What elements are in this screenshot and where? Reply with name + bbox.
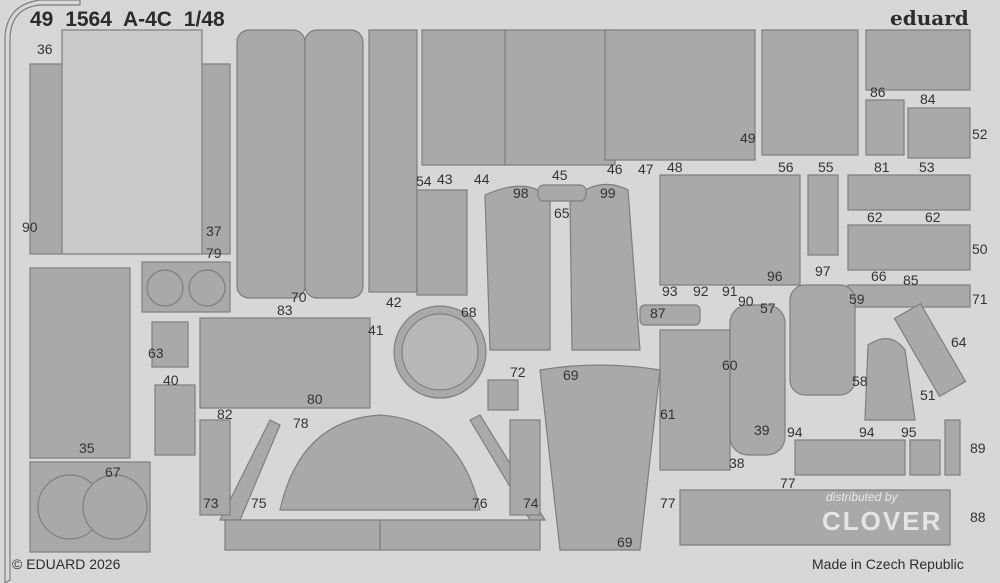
part-label: 71 bbox=[972, 291, 988, 307]
part-label: 83 bbox=[277, 302, 293, 318]
part-label: 61 bbox=[660, 406, 676, 422]
part-label: 50 bbox=[972, 241, 988, 257]
part-label: 62 bbox=[925, 209, 941, 225]
part-label: 90 bbox=[22, 219, 38, 235]
part-label: 95 bbox=[901, 424, 917, 440]
part-label: 89 bbox=[970, 440, 986, 456]
part-label: 85 bbox=[903, 272, 919, 288]
part-label: 78 bbox=[293, 415, 309, 431]
part-label: 77 bbox=[660, 495, 676, 511]
part-label: 88 bbox=[970, 509, 986, 525]
part-label: 80 bbox=[307, 391, 323, 407]
part-99 bbox=[569, 183, 641, 351]
part-69 bbox=[539, 364, 661, 551]
part-label: 37 bbox=[206, 223, 222, 239]
brand-logo: eduard bbox=[890, 6, 969, 30]
part-label: 46 bbox=[607, 161, 623, 177]
part-label: 36 bbox=[37, 41, 53, 57]
part-label: 84 bbox=[920, 91, 936, 107]
product-title: 49 1564 A-4C 1/48 bbox=[30, 8, 225, 31]
part-label: 59 bbox=[849, 291, 865, 307]
part-label: 70 bbox=[291, 289, 307, 305]
part-label: 43 bbox=[437, 171, 453, 187]
part-label: 38 bbox=[729, 455, 745, 471]
part-label: 52 bbox=[972, 126, 988, 142]
part-label: 69 bbox=[563, 367, 579, 383]
watermark-distributed-by: distributed by bbox=[826, 490, 898, 504]
part-label: 82 bbox=[217, 406, 233, 422]
part-label: 99 bbox=[600, 185, 616, 201]
part-78 bbox=[279, 414, 481, 511]
part-label: 41 bbox=[368, 322, 384, 338]
part-label: 51 bbox=[920, 387, 936, 403]
part-label: 93 bbox=[662, 283, 678, 299]
part-label: 60 bbox=[722, 357, 738, 373]
part-label: 66 bbox=[871, 268, 887, 284]
part-label: 47 bbox=[638, 161, 654, 177]
part-label: 92 bbox=[693, 283, 709, 299]
part-label: 65 bbox=[554, 205, 570, 221]
part-label: 86 bbox=[870, 84, 886, 100]
part-label: 68 bbox=[461, 304, 477, 320]
part-label: 94 bbox=[859, 424, 875, 440]
part-label: 62 bbox=[867, 209, 883, 225]
part-label: 72 bbox=[510, 364, 526, 380]
part-label: 87 bbox=[650, 305, 666, 321]
part-label: 48 bbox=[667, 159, 683, 175]
part-label: 58 bbox=[852, 373, 868, 389]
part-label: 81 bbox=[874, 159, 890, 175]
part-label: 91 bbox=[722, 283, 738, 299]
part-label: 42 bbox=[386, 294, 402, 310]
part-label: 75 bbox=[251, 495, 267, 511]
part-label: 90 bbox=[738, 293, 754, 309]
part-label: 73 bbox=[203, 495, 219, 511]
copyright-text: © EDUARD 2026 bbox=[12, 556, 121, 572]
part-label: 53 bbox=[919, 159, 935, 175]
part-label: 64 bbox=[951, 334, 967, 350]
part-label: 55 bbox=[818, 159, 834, 175]
part-label: 56 bbox=[778, 159, 794, 175]
part-label: 45 bbox=[552, 167, 568, 183]
part-label: 40 bbox=[163, 372, 179, 388]
part-label: 67 bbox=[105, 464, 121, 480]
part-label: 54 bbox=[416, 173, 432, 189]
origin-text: Made in Czech Republic bbox=[812, 556, 964, 572]
part-label: 44 bbox=[474, 171, 490, 187]
part-label: 97 bbox=[815, 263, 831, 279]
part-label: 49 bbox=[740, 130, 756, 146]
part-label: 79 bbox=[206, 245, 222, 261]
part-label: 96 bbox=[767, 268, 783, 284]
part-label: 76 bbox=[472, 495, 488, 511]
part-label: 39 bbox=[754, 422, 770, 438]
part-label: 77 bbox=[780, 475, 796, 491]
part-label: 35 bbox=[79, 440, 95, 456]
part-label: 69 bbox=[617, 534, 633, 550]
part-label: 98 bbox=[513, 185, 529, 201]
part-label: 57 bbox=[760, 300, 776, 316]
part-label: 63 bbox=[148, 345, 164, 361]
part-35 bbox=[29, 267, 131, 459]
part-label: 74 bbox=[523, 495, 539, 511]
watermark-clover: CLOVER bbox=[822, 506, 943, 536]
part-98 bbox=[484, 185, 551, 351]
part-label: 94 bbox=[787, 424, 803, 440]
